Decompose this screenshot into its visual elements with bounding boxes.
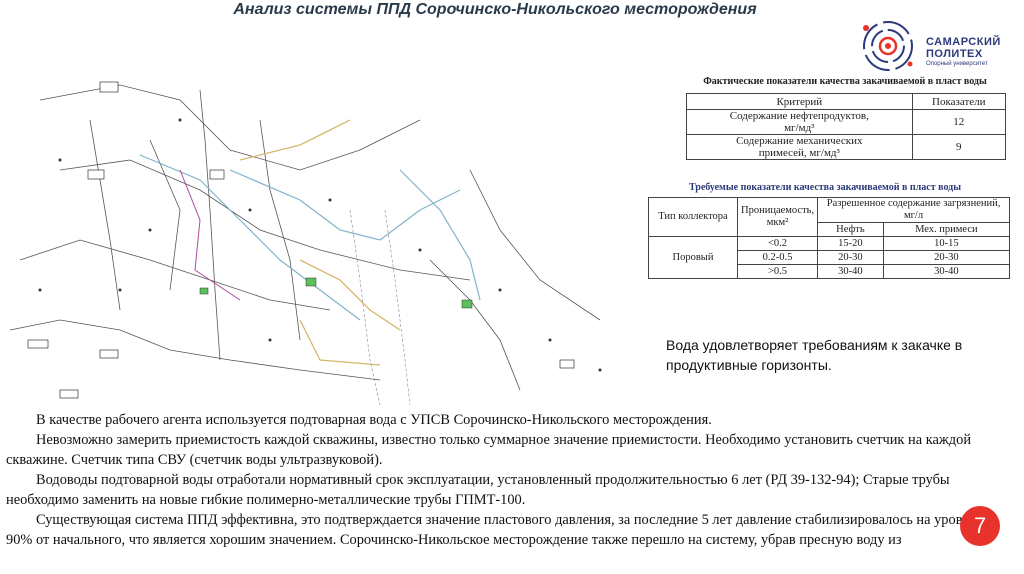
ppd-system-scheme [9, 81, 602, 405]
table2-oil: 30-40 [817, 264, 884, 279]
conclusion-note: Вода удовлетворяет требованиям к закачке… [666, 337, 963, 373]
table2-mech: 20-30 [882, 250, 1011, 265]
table2-caption: Требуемые показатели качества закачиваем… [688, 182, 962, 193]
table1-header-value: Показатели [911, 93, 1007, 110]
table2-oil: 15-20 [817, 236, 884, 251]
table1-row-value: 12 [911, 109, 1007, 135]
table1-row-value: 9 [911, 134, 1007, 160]
paragraph: Невозможно замерить приемистость каждой … [6, 432, 972, 468]
table2-mech: 30-40 [882, 264, 1011, 279]
table2-oil: 20-30 [817, 250, 884, 265]
table2-header-collector: Тип коллектора [648, 197, 738, 237]
logo-text: САМАРСКИЙ ПОЛИТЕХ Опорный университет [926, 36, 1001, 67]
page-title: Анализ системы ППД Сорочинско-Никольског… [233, 1, 757, 18]
table2-subheader-oil: Нефть [817, 222, 884, 237]
page-number-badge: 7 [960, 506, 1000, 546]
required-quality-table: Тип коллектора Проницаемость, мкм² Разре… [648, 197, 1011, 279]
table2-header-permeability: Проницаемость, мкм² [736, 197, 819, 237]
actual-quality-table: Критерий Показатели Содержание нефтепрод… [686, 93, 1007, 160]
paragraph: Существующая система ППД эффективна, это… [6, 512, 977, 548]
table2-header-allowed: Разрешенное содержание загрязнений, мг/л [817, 197, 1010, 223]
table1-row-label: Содержание нефтепродуктов,мг/мд³ [686, 109, 913, 135]
table2-perm: <0.2 [736, 236, 819, 251]
table2-subheader-mech: Мех. примеси [882, 222, 1011, 237]
body-text: В качестве рабочего агента используется … [6, 410, 996, 550]
table2-perm: >0.5 [736, 264, 819, 279]
paragraph: Водоводы подтоварной воды отработали нор… [6, 472, 950, 508]
table2-perm: 0.2-0.5 [736, 250, 819, 265]
table1-header-criterion: Критерий [686, 93, 913, 110]
table2-mech: 10-15 [882, 236, 1011, 251]
table1-caption: Фактические показатели качества закачива… [703, 76, 987, 87]
table2-collector-type: Поровый [648, 236, 738, 279]
paragraph: В качестве рабочего агента используется … [36, 412, 712, 428]
samara-polytech-logo [863, 21, 913, 71]
